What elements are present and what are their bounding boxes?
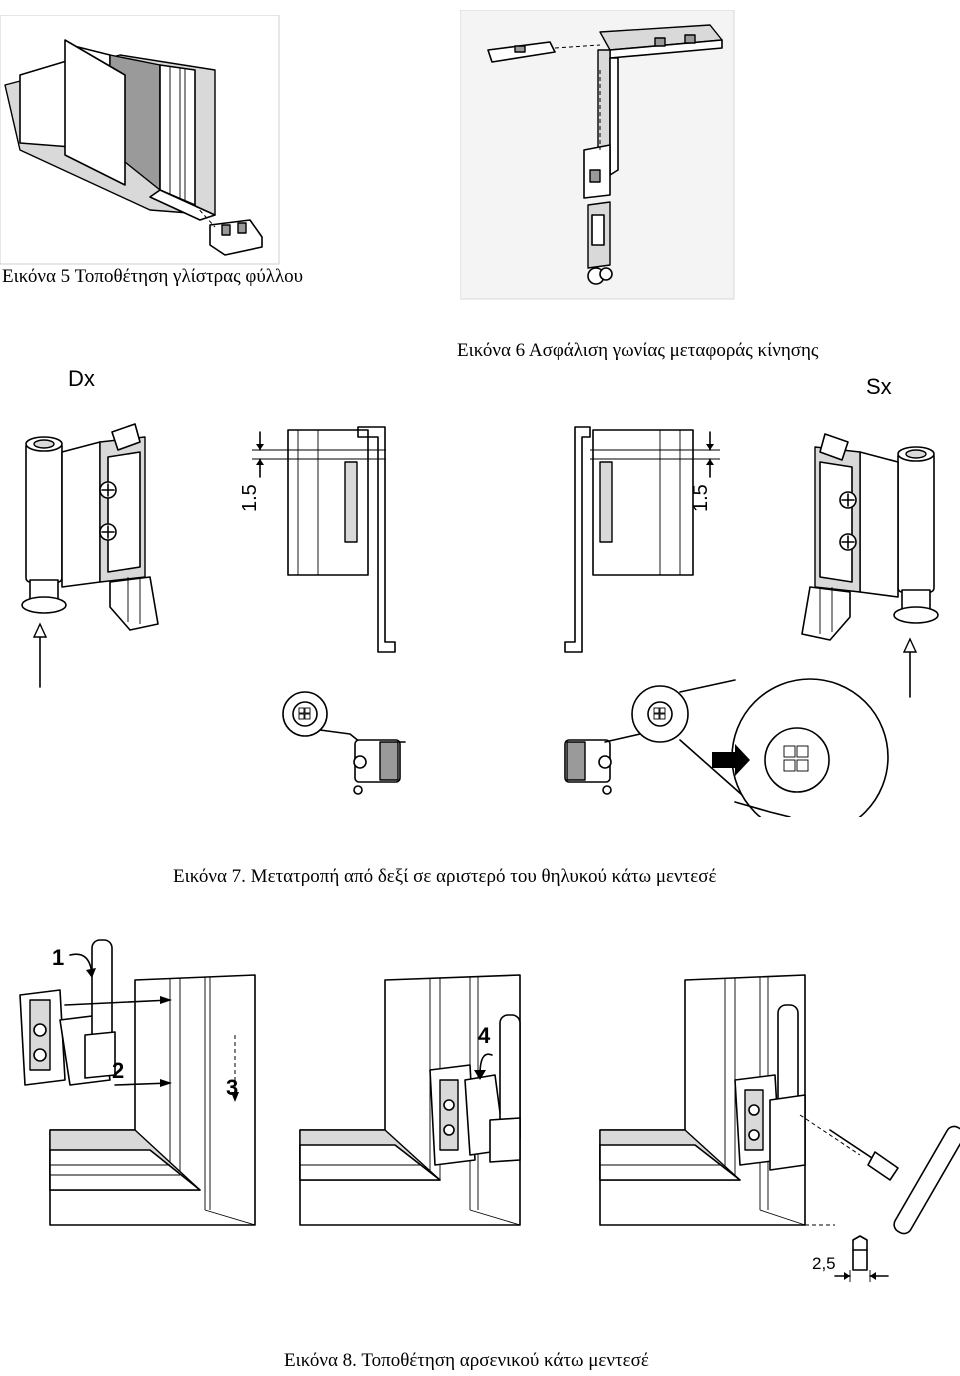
dx-plan-view xyxy=(282,691,406,795)
figure-7-illustration: Dx Sx xyxy=(0,362,960,817)
sx-label: Sx xyxy=(866,374,892,399)
figure-8-panel-3: 2,5 xyxy=(599,974,960,1282)
dx-label: Dx xyxy=(68,366,95,391)
figure-5-caption: Εικόνα 5 Τοποθέτηση γλίστρας φύλλου xyxy=(2,266,304,287)
figure-8-panel-2: 4 xyxy=(299,974,521,1226)
step-2-label: 2 xyxy=(112,1058,124,1083)
figure-8-panel-1: 1 2 3 xyxy=(19,939,256,1226)
step-1-label: 1 xyxy=(52,945,64,970)
figure-8-illustration: 1 2 3 4 xyxy=(0,920,960,1320)
dx-section-drawing: 1.5 xyxy=(239,426,396,653)
figure-7-caption: Εικόνα 7. Μετατροπή από δεξί σε αριστερό… xyxy=(173,866,717,887)
dim-left-label: 1.5 xyxy=(239,484,261,512)
sx-hinge-drawing xyxy=(801,433,939,698)
figure-8-caption: Εικόνα 8. Τοποθέτηση αρσενικού κάτω μεντ… xyxy=(284,1350,649,1371)
dim-right-label: 1.5 xyxy=(690,484,712,512)
sx-section-drawing: 1.5 xyxy=(564,426,720,653)
sx-plan-view xyxy=(564,678,889,817)
figure-6-illustration xyxy=(460,10,735,300)
step-4-label: 4 xyxy=(478,1023,491,1048)
step-3-label: 3 xyxy=(226,1075,238,1100)
hex-size-label: 2,5 xyxy=(812,1254,836,1273)
figure-6-caption: Εικόνα 6 Ασφάλιση γωνίας μεταφοράς κίνησ… xyxy=(457,340,819,361)
dx-hinge-drawing xyxy=(21,423,159,688)
figure-5-illustration xyxy=(0,15,280,265)
